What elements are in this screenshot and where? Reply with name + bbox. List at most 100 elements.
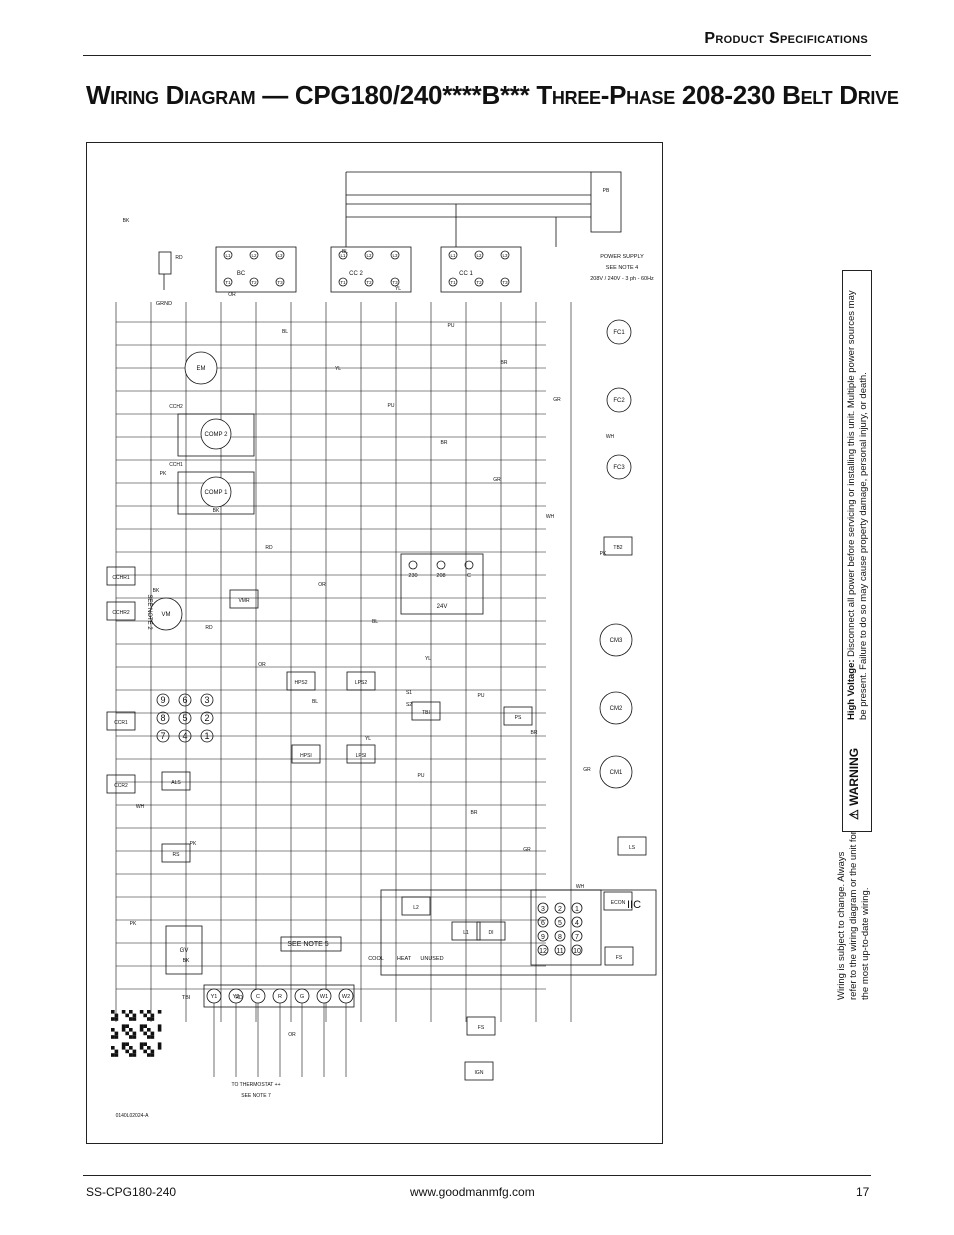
diagram-label: L2 [476,253,482,258]
switch-fs [466,1016,496,1036]
wire-color-tag: YL [425,656,431,662]
qr-cell [121,1028,126,1032]
thermostat-label: TO THERMOSTAT ++ [232,1082,281,1088]
wire-color-tag: OR [228,292,236,298]
relay-pin [156,693,170,707]
switch-label: RS [173,852,181,858]
qr-cell [157,1046,162,1050]
footer-doc-id: SS-CPG180-240 [86,1185,177,1199]
qr-cell [143,1049,147,1054]
transformer-output: 24V [437,604,448,610]
motor-label: CM3 [610,638,623,644]
page-title: Wiring Diagram — CPG180/240****B*** Thre… [86,80,899,110]
power-supply-label: 208V / 240V - 3 ph - 60Hz [590,276,654,282]
qr-cell [132,1013,137,1018]
qr-cell [129,1028,133,1032]
qr-cell [114,1017,119,1021]
diagram-label: L3 [502,253,508,258]
jumper-label: UNUSED [420,956,443,962]
terminal [500,250,510,260]
switch-ccr1 [106,711,136,731]
see-note-5: SEE NOTE 5 [287,941,328,948]
relay-pin [537,930,549,942]
relay-pin-label: 2 [558,906,562,913]
components [106,171,657,1081]
compressor-body [200,418,232,450]
wire-color-tag: RD [175,255,183,261]
relay-pin [156,711,170,725]
diagram-label: 230 [408,573,417,579]
wire-color-tag: PK [190,841,197,847]
terminal [390,277,400,287]
qr-cell [143,1024,147,1028]
switch-hpsi [291,744,321,764]
relay-pin [554,930,566,942]
wire-color-tag: BK [213,508,220,514]
qr-cell [139,1010,144,1014]
diagram-label: L1 [225,253,231,258]
motor-vm [149,597,183,631]
contactor-1 [215,246,297,293]
wire-color-tag: PK [600,551,607,557]
wire-color-tag: PK [160,471,167,477]
relay-pin [537,944,549,956]
qr-cell [143,1031,147,1036]
terminal [249,277,259,287]
diagram-label: 208 [436,573,445,579]
qr-cell [121,1042,126,1046]
motor-fc1 [606,319,632,345]
relay-pin-label: 8 [160,713,165,723]
wire-color-tag: RD [205,625,213,631]
switch-hps2 [286,671,316,691]
compressor-body [200,476,232,508]
qr-cell [129,1046,133,1050]
qr-cell [132,1035,137,1039]
switch-tb2 [603,536,633,556]
wire-color-tag: OR [288,1032,296,1038]
diagram-label: L1 [450,253,456,258]
qr-cell [111,1010,115,1014]
wire-color-tag: YL [395,286,401,292]
terminal [223,250,233,260]
switch-label: TB2 [613,545,622,551]
qr-cell [129,1017,133,1021]
tbi-terminal [206,988,222,1004]
switch-ls [617,836,647,856]
relay-pin [200,711,214,725]
switch-label: ECON [611,900,626,906]
relay-pin [554,902,566,914]
motor-label: GV [180,948,189,954]
wire-color-tag: GR [523,847,531,853]
motor-label: CM1 [610,770,623,776]
diagram-code: 0140L02024-A [116,1113,149,1119]
switch-label: LS [629,845,636,851]
footer-divider [83,1175,871,1176]
motor-cm3 [599,623,633,657]
wire-color-tag: RD [235,995,243,1001]
compressor-1 [177,413,255,457]
qr-cell [150,1049,155,1054]
wire-color-tag: PU [388,403,395,409]
wire-color-tag: OR [258,662,266,668]
qr-code [111,1010,162,1057]
relay-pin-label: 1 [204,731,209,741]
relay-pin [571,902,583,914]
qr-cell [139,1028,144,1032]
diagram-label: C [467,573,471,579]
wire-color-tag: PU [418,773,425,779]
wire-color-tag: BK [123,218,130,224]
terminal [338,277,348,287]
switch-fs [604,946,634,966]
switch-cchr2 [106,601,136,621]
qr-cell [114,1013,119,1018]
qr-cell [157,1028,162,1032]
qr-cell [157,1042,162,1046]
diagram-frame [86,142,663,1144]
relay-pin [178,711,192,725]
qr-cell [129,1035,133,1039]
diagram-label: T2 [366,280,372,285]
wire-color-tag: PU [448,323,455,329]
relay-pin [571,916,583,928]
switch-label: CCR1 [114,720,128,726]
footer-url[interactable]: www.goodmanmfg.com [410,1185,535,1199]
